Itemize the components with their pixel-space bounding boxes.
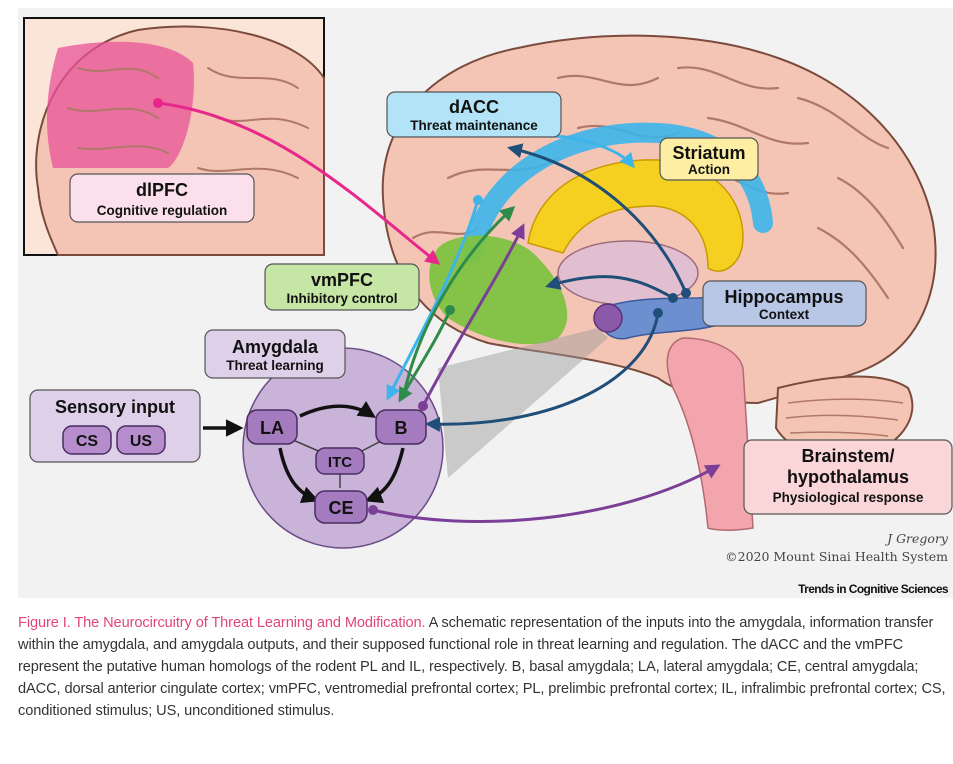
credit-copyright: ©2020 Mount Sinai Health System — [725, 549, 948, 564]
caption-title: Figure I. The Neurocircuitry of Threat L… — [18, 615, 425, 631]
dacc-label-box: dACC Threat maintenance — [387, 92, 561, 137]
dlpfc-subtitle: Cognitive regulation — [97, 203, 228, 218]
striatum-label-box: Striatum Action — [660, 138, 758, 180]
brainstem-region — [667, 338, 753, 530]
credit-author: J Gregory — [884, 531, 949, 546]
amygdala-subtitle: Threat learning — [226, 358, 324, 373]
brainstem-line2: hypothalamus — [787, 467, 909, 487]
hippocampus-title: Hippocampus — [724, 287, 843, 307]
node-ce: CE — [315, 491, 367, 523]
dlpfc-title: dlPFC — [136, 180, 188, 200]
zoom-wedge — [438, 328, 608, 478]
hippocampus-label-box: Hippocampus Context — [703, 281, 866, 326]
sensory-input-box: Sensory input CS US — [30, 390, 200, 462]
dlpfc-arrow-origin — [153, 98, 163, 108]
node-b: B — [376, 410, 426, 444]
dacc-title: dACC — [449, 97, 499, 117]
dlpfc-label-box: dlPFC Cognitive regulation — [70, 174, 254, 222]
figure-panel: LA B ITC CE dlPFC Cognitive regulation d… — [18, 8, 953, 598]
node-b-label: B — [395, 418, 408, 438]
vmpfc-subtitle: Inhibitory control — [287, 291, 398, 306]
brainstem-subtitle: Physiological response — [773, 490, 924, 505]
dacc-subtitle: Threat maintenance — [410, 118, 538, 133]
striatum-subtitle: Action — [688, 162, 730, 177]
neurocircuitry-diagram: LA B ITC CE dlPFC Cognitive regulation d… — [18, 8, 953, 598]
brainstem-label-box: Brainstem/ hypothalamus Physiological re… — [744, 440, 952, 514]
node-la-label: LA — [260, 418, 284, 438]
brainstem-line1: Brainstem/ — [801, 446, 894, 466]
node-ce-label: CE — [328, 498, 353, 518]
node-itc: ITC — [316, 448, 364, 474]
vmpfc-title: vmPFC — [311, 270, 373, 290]
figure-caption: Figure I. The Neurocircuitry of Threat L… — [18, 612, 953, 722]
node-itc-label: ITC — [328, 454, 352, 471]
us-label: US — [130, 433, 153, 450]
hippocampus-subtitle: Context — [759, 307, 810, 322]
sensory-title: Sensory input — [55, 397, 175, 417]
amygdala-region — [594, 304, 622, 332]
amygdala-label-box: Amygdala Threat learning — [205, 330, 345, 378]
node-la: LA — [247, 410, 297, 444]
cs-label: CS — [76, 433, 99, 450]
amygdala-title: Amygdala — [232, 337, 319, 357]
journal-name: Trends in Cognitive Sciences — [798, 582, 949, 596]
striatum-title: Striatum — [672, 143, 745, 163]
vmpfc-label-box: vmPFC Inhibitory control — [265, 264, 419, 310]
